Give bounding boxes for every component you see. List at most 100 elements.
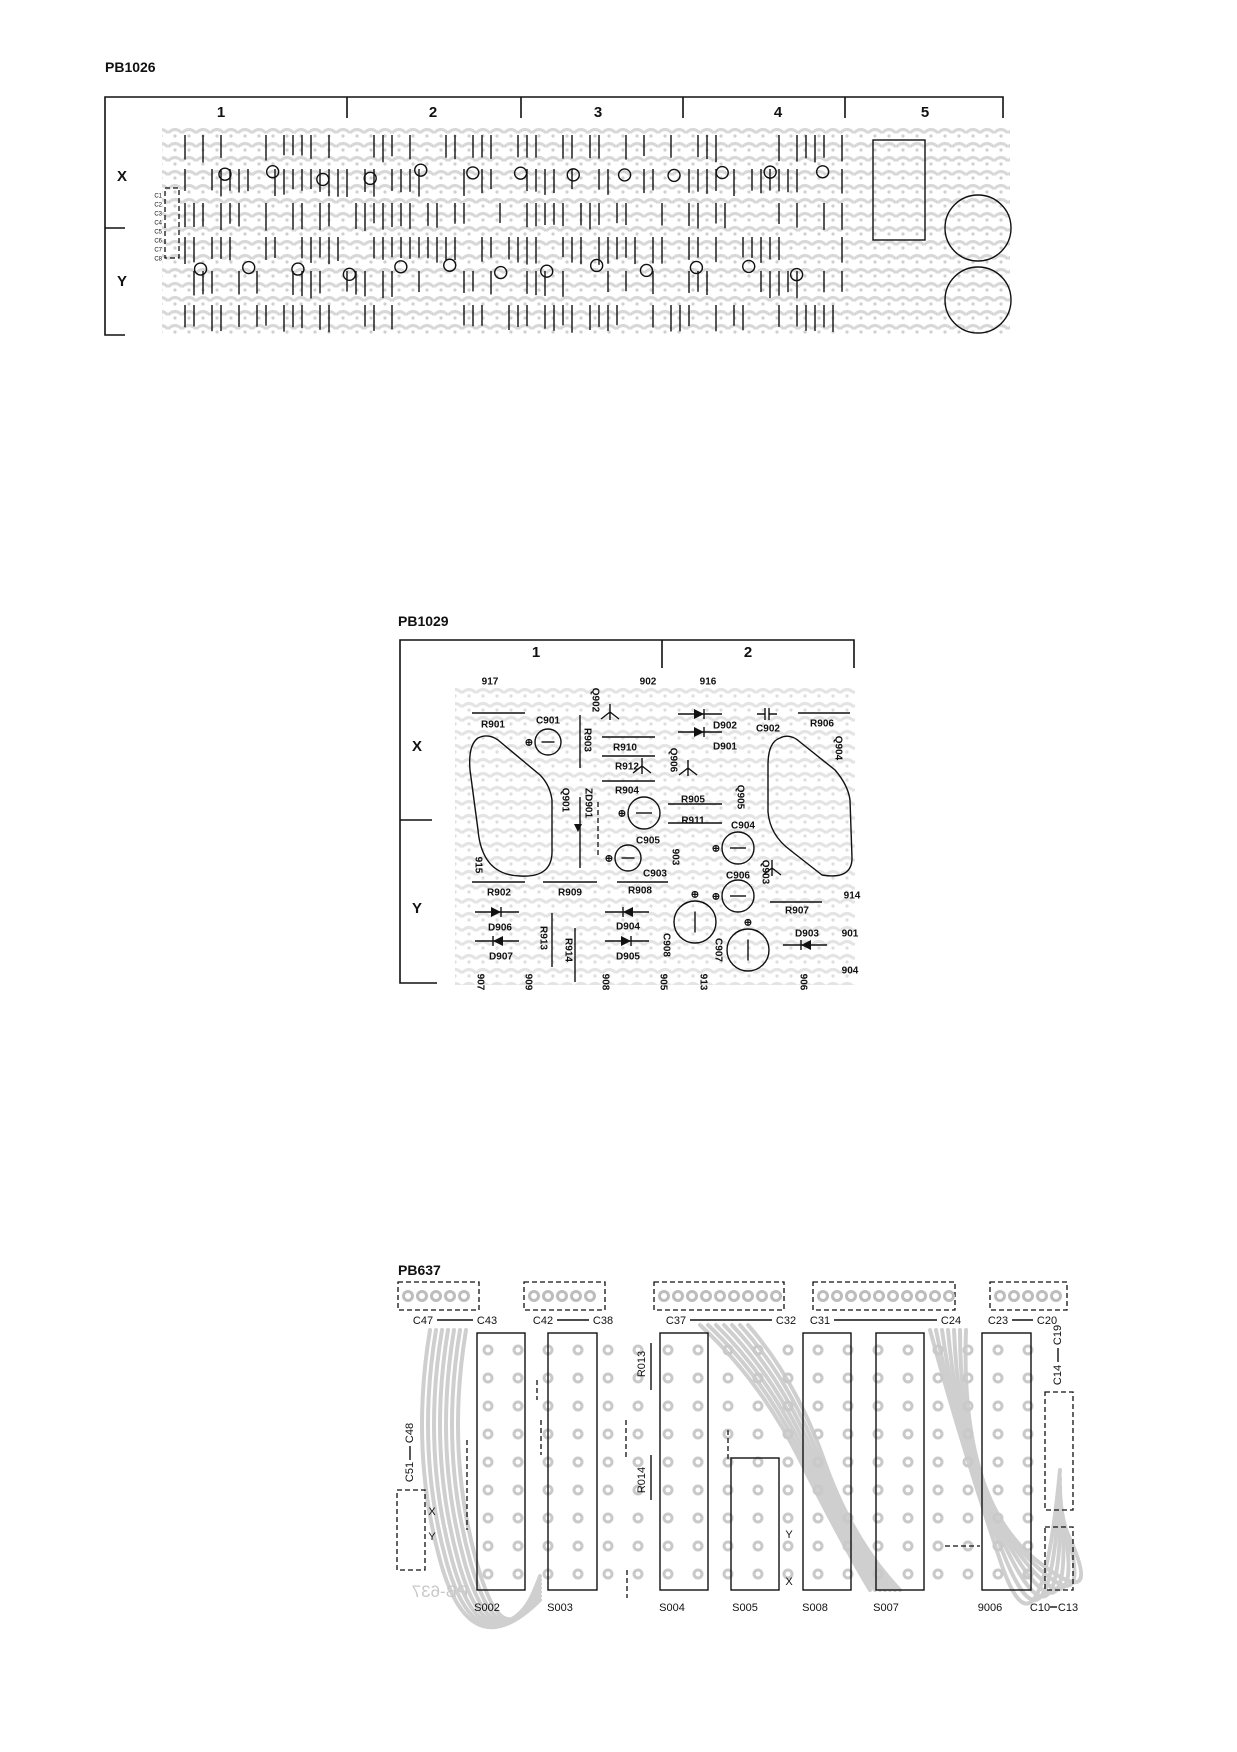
capacitor-icon (757, 708, 777, 720)
component-label: 902 (640, 677, 657, 688)
marker-label: Y (785, 1529, 793, 1541)
connector-pin (728, 1290, 740, 1302)
solder-pad (992, 1428, 1004, 1440)
polarity-plus-icon: ⊕ (618, 809, 626, 820)
component-label: D903 (795, 929, 819, 940)
connector-range-start: C42 (533, 1315, 553, 1327)
solder-pad (902, 1484, 914, 1496)
capacitor-icon (689, 260, 704, 275)
solder-pad (962, 1456, 974, 1468)
solder-pad (572, 1540, 584, 1552)
solder-pad (932, 1428, 944, 1440)
silkscreen-text: PB-637 (412, 1582, 469, 1601)
solder-pad (512, 1372, 524, 1384)
solder-pad (842, 1456, 854, 1468)
component-label: D905 (616, 952, 640, 963)
connector-pin (831, 1290, 843, 1302)
electrolytic-capacitor-icon (534, 728, 562, 756)
diode-icon (493, 936, 503, 946)
solder-pad (512, 1512, 524, 1524)
switch-outline (476, 1332, 526, 1591)
connector-pin (887, 1290, 899, 1302)
solder-pad (782, 1344, 794, 1356)
connector-pin (901, 1290, 913, 1302)
solder-pad (572, 1456, 584, 1468)
solder-pad (482, 1372, 494, 1384)
solder-pad (902, 1568, 914, 1580)
solder-pad (512, 1400, 524, 1412)
connector-pin (929, 1290, 941, 1302)
connector-pin (845, 1290, 857, 1302)
solder-pad (662, 1512, 674, 1524)
component-label: R914 (562, 938, 573, 962)
pcb-trace (746, 1323, 902, 1592)
component-label: R901 (481, 720, 505, 731)
capacitor-icon (815, 165, 830, 179)
solder-pad (962, 1568, 974, 1580)
switch-label: S008 (802, 1602, 828, 1614)
connector-range-end: C48 (404, 1423, 416, 1443)
connector-outline (989, 1281, 1068, 1311)
diode-icon (491, 907, 501, 917)
component-label: Q905 (734, 785, 745, 810)
capacitor-icon (316, 172, 330, 187)
pcb-trace (706, 1323, 877, 1592)
solder-pad (872, 1428, 884, 1440)
solder-pad (782, 1372, 794, 1384)
solder-pad (662, 1400, 674, 1412)
solder-pad (842, 1400, 854, 1412)
resistor-label: R013 (636, 1351, 648, 1377)
solder-pad (782, 1512, 794, 1524)
connector-pin (817, 1290, 829, 1302)
marker-label: Y (428, 1531, 436, 1543)
pcb-trace (714, 1323, 882, 1592)
connector-pin (714, 1290, 726, 1302)
connector-outline (1044, 1526, 1074, 1591)
solder-pad (842, 1568, 854, 1580)
connector-range-end: C19 (1052, 1325, 1064, 1345)
solder-pad (722, 1372, 734, 1384)
pcb-trace (934, 1328, 1062, 1602)
solder-pad (602, 1372, 614, 1384)
solder-pad (632, 1456, 644, 1468)
connector-label: C4 (154, 221, 162, 227)
solder-pad (1022, 1512, 1034, 1524)
connector-pin (458, 1290, 470, 1302)
connector-outline (396, 1489, 426, 1571)
connector-label: C1 (154, 194, 162, 200)
solder-pad (842, 1540, 854, 1552)
solder-pad (632, 1484, 644, 1496)
capacitor-icon (342, 267, 357, 282)
connector-outline (653, 1281, 785, 1311)
solder-pad (872, 1456, 884, 1468)
resistor-label: R014 (636, 1467, 648, 1493)
grid-frame (399, 639, 855, 984)
capacitor-icon (443, 258, 457, 272)
connector-pin (943, 1290, 955, 1302)
connector-pin (444, 1290, 456, 1302)
component-label: Q903 (759, 860, 770, 885)
capacitor-icon (763, 165, 777, 179)
solder-pad (752, 1428, 764, 1440)
transistor-icon (678, 760, 698, 776)
component-label: 901 (842, 929, 859, 940)
solder-pad (512, 1568, 524, 1580)
solder-pad (1022, 1400, 1034, 1412)
switch-label: S004 (659, 1602, 685, 1614)
solder-pad (722, 1484, 734, 1496)
solder-pad (782, 1540, 794, 1552)
solder-pad (692, 1372, 704, 1384)
diode-icon (801, 940, 811, 950)
capacitor-icon (494, 265, 508, 280)
diode-icon (623, 907, 633, 917)
polarity-plus-icon: ⊕ (525, 738, 533, 749)
capacitor-icon (242, 260, 256, 275)
switch-label: S005 (732, 1602, 758, 1614)
component-label: R913 (537, 926, 548, 950)
polarity-plus-icon: ⊕ (605, 854, 613, 865)
switch-label: S002 (474, 1602, 500, 1614)
solder-pad (752, 1372, 764, 1384)
component-label: C905 (636, 836, 660, 847)
pcb-trace (952, 1328, 1071, 1592)
